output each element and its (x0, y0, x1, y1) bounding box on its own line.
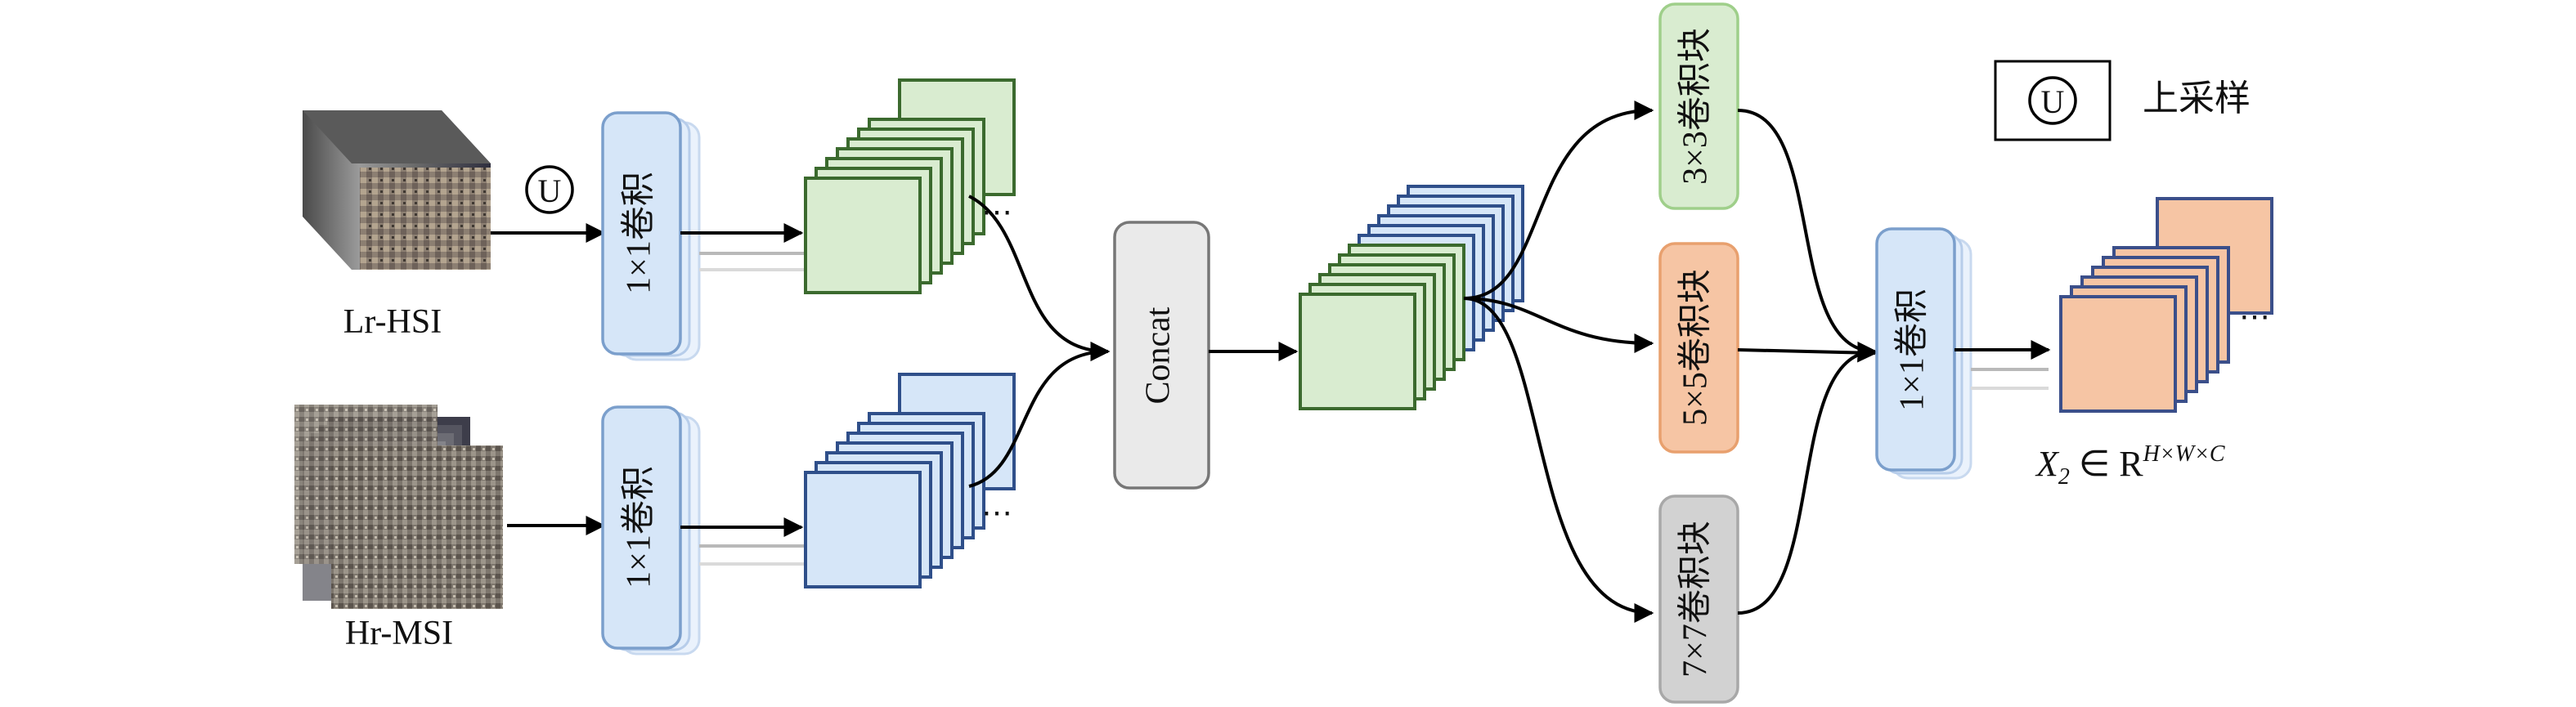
feature-map (804, 177, 922, 294)
ellipsis-output: ⋯ (2239, 300, 2270, 334)
legend: U 上采样 (1994, 60, 2251, 141)
ellipsis-blue: ⋯ (981, 496, 1012, 530)
lr-hsi-cube-top (303, 110, 491, 163)
feature-map (1299, 293, 1416, 410)
hr-msi-image (331, 445, 503, 609)
arrow-5x5-to-fuse (1737, 342, 1878, 363)
conv5x5-label: 5×5卷积块 (1677, 269, 1715, 426)
conv1x1-bottom: 1×1卷积 (601, 405, 701, 656)
fuse-conv-label: 1×1卷积 (1894, 289, 1932, 411)
legend-upsample-symbol (2028, 76, 2077, 125)
feature-map (804, 471, 922, 588)
ellipsis-green: ⋯ (981, 195, 1012, 230)
conv3x3-label: 3×3卷积块 (1677, 28, 1715, 185)
upsample-symbol-text: U (538, 172, 562, 209)
concat-block: Concat (1113, 221, 1210, 490)
concat-label: Concat (1140, 307, 1178, 404)
lr-hsi-image (360, 168, 491, 270)
legend-text: 上采样 (2143, 78, 2251, 119)
conv5x5-block: 5×5卷积块 (1658, 242, 1739, 454)
arrow-to-3x3 (1463, 101, 1654, 300)
legend-symbol-text: U (2041, 83, 2065, 120)
fuse-conv1x1: 1×1卷积 (1875, 227, 1972, 480)
upsample-symbol: U (525, 165, 574, 214)
conv1x1-bottom-label: 1×1卷积 (621, 466, 658, 588)
feature-map (2059, 295, 2177, 413)
arrow-to-5x5 (1463, 297, 1654, 353)
conv1x1-top: 1×1卷积 (601, 111, 701, 361)
conv3x3-block: 3×3卷积块 (1658, 2, 1739, 210)
conv7x7-block: 7×7卷积块 (1658, 494, 1739, 704)
arrow-green-to-concat (968, 195, 1111, 361)
arrow-7x7-to-fuse (1737, 342, 1878, 615)
output-stack (2059, 197, 2273, 413)
conv7x7-label: 7×7卷积块 (1677, 521, 1715, 678)
hr-msi-stack (294, 405, 503, 609)
output-label: X2 ∈ RH×W×C (2035, 441, 2225, 490)
hr-msi-label: Hr-MSI (345, 615, 453, 652)
feature-stack-blue (804, 373, 1016, 588)
conv1x1-top-label: 1×1卷积 (621, 172, 658, 294)
feature-stack-concat (1299, 185, 1524, 410)
feature-stack-green (804, 78, 1016, 294)
arrow-to-7x7 (1463, 297, 1654, 623)
lr-hsi-label: Lr-HSI (343, 303, 442, 341)
arrow-3x3-to-fuse (1737, 109, 1878, 361)
lr-hsi-cube (303, 110, 491, 270)
arrow-blue-to-concat (968, 342, 1111, 488)
